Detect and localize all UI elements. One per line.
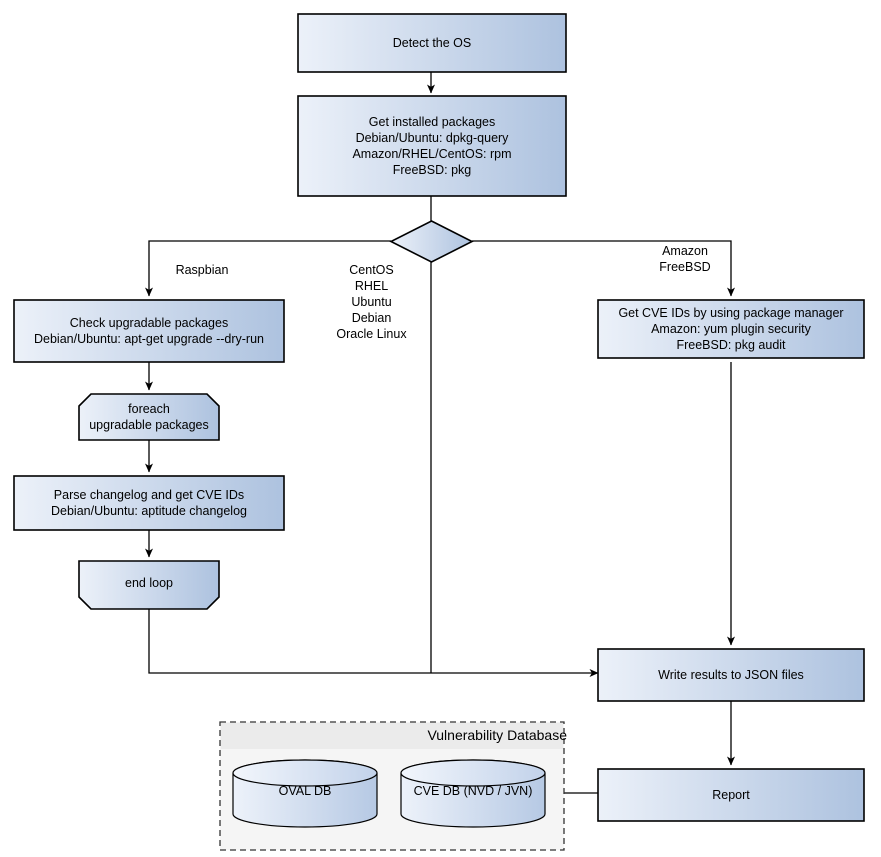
edge-endloop-to-write [148, 609, 599, 677]
node-check-upgradable-packages[interactable] [13, 299, 285, 363]
edge-decision-to-getcve [472, 240, 735, 297]
edge-decision-to-check [145, 240, 391, 297]
edge-label-amazon-freebsd: Amazon FreeBSD [659, 244, 711, 274]
node-report[interactable] [597, 768, 865, 822]
node-foreach-loop[interactable] [78, 393, 220, 441]
edge-label-raspbian: Raspbian [175, 263, 229, 277]
node-get-installed-packages[interactable] [297, 95, 567, 197]
edge-label-center-distros: CentOS RHEL Ubuntu Debian Oracle Linux [336, 263, 407, 341]
node-detect-os[interactable] [297, 13, 567, 73]
vulnerability-database-title: Vulnerability Database [427, 727, 567, 743]
group-title-bar [221, 723, 563, 749]
database-cve-db [400, 759, 546, 828]
node-parse-changelog[interactable] [13, 475, 285, 531]
node-end-loop[interactable] [78, 560, 220, 610]
node-write-results[interactable] [597, 648, 865, 702]
node-decision-diamond[interactable] [389, 220, 474, 263]
database-oval-db [232, 759, 378, 828]
node-get-cve-ids[interactable] [597, 299, 865, 359]
